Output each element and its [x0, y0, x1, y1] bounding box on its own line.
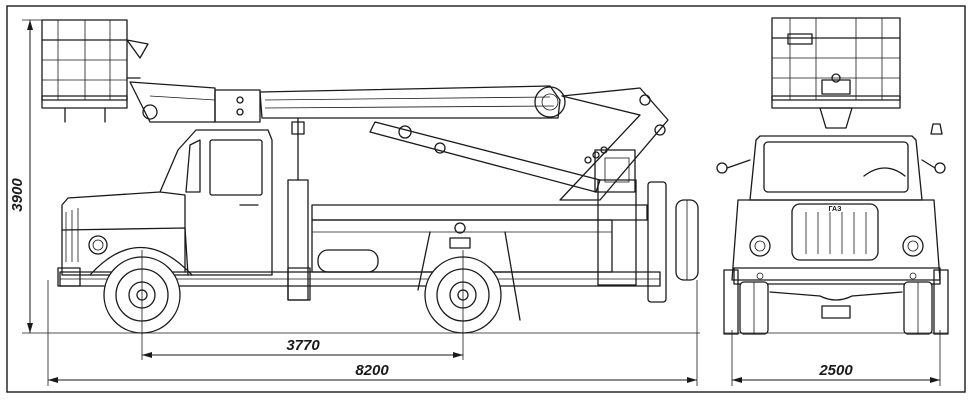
drawing-frame [6, 5, 966, 393]
rear-outrigger [647, 181, 699, 303]
length-dimension: 8200 [47, 280, 698, 386]
truck-cab [57, 129, 273, 287]
height-dimension-label: 3900 [9, 178, 26, 212]
work-basket-side [41, 19, 149, 123]
width-dimension-label: 2500 [818, 362, 853, 379]
work-basket-front [771, 17, 901, 129]
side-view [22, 19, 700, 360]
boom-assembly [129, 81, 669, 201]
wheelbase-dimension-label: 3770 [286, 337, 320, 354]
wheelbase-dimension: 3770 [142, 337, 463, 358]
front-view: ГАЗ [716, 17, 949, 335]
length-dimension-label: 8200 [355, 362, 389, 379]
front-grille: ГАЗ [731, 199, 941, 319]
height-dimension: 3900 [9, 19, 42, 333]
front-cab [716, 123, 946, 201]
brand-badge: ГАЗ [829, 206, 843, 213]
front-wheels [739, 281, 933, 335]
width-dimension: 2500 [731, 330, 941, 386]
